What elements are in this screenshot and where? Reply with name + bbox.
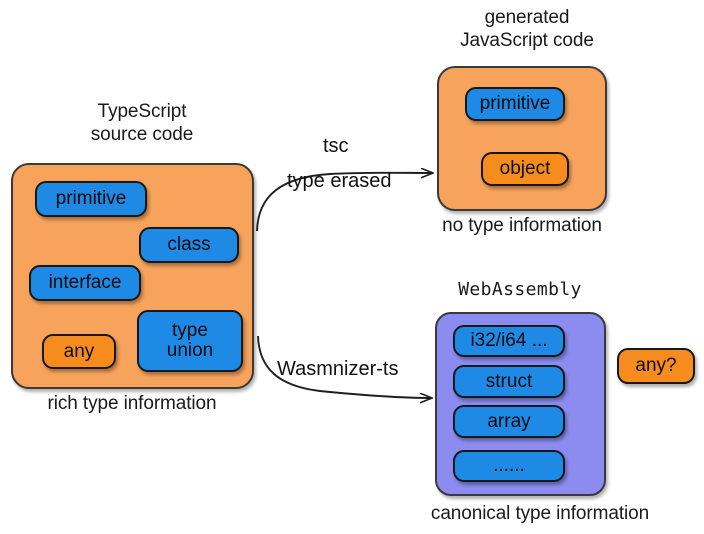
- ts-chip-class[interactable]: class: [139, 227, 239, 263]
- ts-chip-type-union[interactable]: type union: [137, 310, 243, 372]
- typescript-title: TypeScript source code: [90, 101, 194, 145]
- typescript-caption: rich type information: [47, 393, 217, 414]
- wasm-chip-any-question[interactable]: any?: [617, 348, 695, 384]
- arrow-label-wasmnizer: Wasmnizer-ts: [277, 358, 399, 380]
- javascript-title: generated JavaScript code: [460, 7, 594, 51]
- javascript-caption: no type information: [442, 215, 602, 236]
- ts-chip-primitive[interactable]: primitive: [35, 181, 147, 217]
- arrow-label-type-erased: type erased: [287, 170, 392, 192]
- js-chip-primitive[interactable]: primitive: [465, 87, 565, 121]
- wasm-chip-struct[interactable]: struct: [453, 365, 565, 398]
- ts-chip-interface[interactable]: interface: [29, 265, 141, 301]
- wasm-chip-i32-i64[interactable]: i32/i64 ...: [453, 325, 565, 357]
- webassembly-title: WebAssembly: [458, 279, 582, 300]
- wasm-chip-ellipsis[interactable]: ......: [453, 450, 565, 482]
- webassembly-caption: canonical type information: [430, 503, 650, 524]
- js-chip-object[interactable]: object: [481, 152, 569, 186]
- ts-chip-any[interactable]: any: [42, 334, 116, 369]
- wasm-chip-array[interactable]: array: [453, 405, 565, 438]
- arrow-label-tsc: tsc: [323, 135, 349, 157]
